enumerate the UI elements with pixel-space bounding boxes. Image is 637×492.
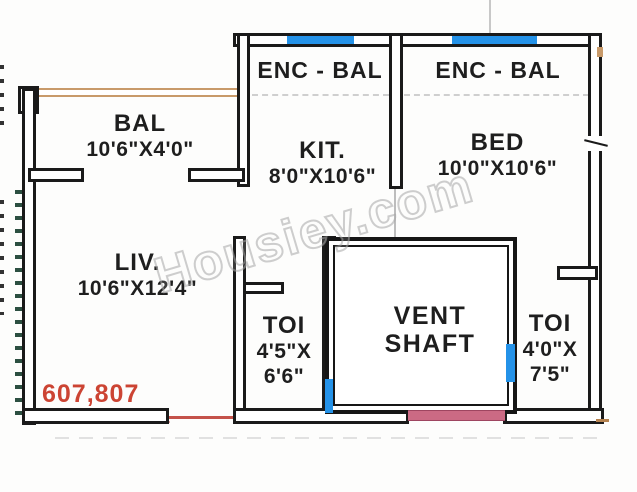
left-edge-tick-marks-lower [0,200,4,315]
wall-bottom-toi-right [504,408,604,424]
room-label-bal: BAL 10'6"X4'0" [60,110,220,163]
toi-left-dimensions-line1: 4'5"X [256,339,312,363]
bed-dimensions: 10'0"X10'6" [437,156,558,180]
kit-name: KIT. [299,137,346,164]
wall-bottom-liv [22,408,169,424]
vent-shaft-name-line1: VENT [393,302,467,330]
wall-liv-toi-divider [233,236,246,422]
tan-tick-bottom-right [596,419,609,422]
room-label-toi-left: TOI 4'5"X 6'6" [246,312,322,389]
toi-left-name: TOI [262,312,306,339]
tan-tick-top-right [597,47,603,57]
wall-left-exterior [22,88,36,425]
bed-name: BED [470,129,525,156]
wall-enc-bal-left-divider [237,33,250,187]
room-label-toi-right: TOI 4'0"X 7'5" [516,310,584,387]
window-enc-bal-left [287,36,354,44]
liv-dimensions: 10'6"X12'4" [77,276,198,300]
wall-toi-left-door-stub [243,282,284,294]
room-label-bed: BED 10'0"X10'6" [405,129,590,182]
enc-bal-left-name: ENC - BAL [257,57,383,83]
unit-numbers: 607,807 [42,380,140,408]
enc-bal-right-name: ENC - BAL [435,57,561,83]
room-label-liv: LIV. 10'6"X12'4" [50,249,225,302]
wall-balcony-stub-left [28,168,84,182]
room-label-kit: KIT. 8'0"X10'6" [250,137,395,190]
window-toi-left [325,379,333,413]
window-enc-bal-right [452,36,537,44]
window-vent-right [506,344,515,382]
enc-bal-right-beam-line [404,94,589,96]
room-label-enc-bal-left: ENC - BAL [250,57,390,84]
enc-bal-left-beam-line [252,94,389,96]
entrance-threshold-line [166,416,236,419]
left-wall-landscape-dashes [15,190,22,418]
wall-center-divider-kit-bed [389,33,403,189]
bal-dimensions: 10'6"X4'0" [86,137,194,161]
faint-guide-line-top [489,0,491,33]
faint-guide-line-kitchen [394,189,396,237]
vent-shaft-inner-wall [333,245,509,406]
right-wall-break-symbol [584,136,608,151]
wall-right-exterior [588,33,602,422]
left-edge-tick-marks-upper [0,65,4,130]
room-label-enc-bal-right: ENC - BAL [408,57,588,84]
toi-left-dimensions-line2: 6'6" [263,364,305,388]
toi-right-dimensions-line1: 4'0"X [522,337,578,361]
bottom-faint-dashed-line [55,437,605,439]
vent-shaft-duct-band [408,410,505,421]
bal-name: BAL [113,110,167,137]
liv-name: LIV. [114,249,161,276]
vent-shaft-name-line2: SHAFT [384,330,476,358]
room-label-vent-shaft: VENT SHAFT [350,302,510,358]
toi-right-name: TOI [528,310,572,337]
wall-balcony-stub-right [188,168,245,182]
wall-bed-toi-right-stub [557,266,598,280]
toi-right-dimensions-line2: 7'5" [529,362,571,386]
kit-dimensions: 8'0"X10'6" [268,164,377,188]
balcony-open-edge [36,88,238,97]
